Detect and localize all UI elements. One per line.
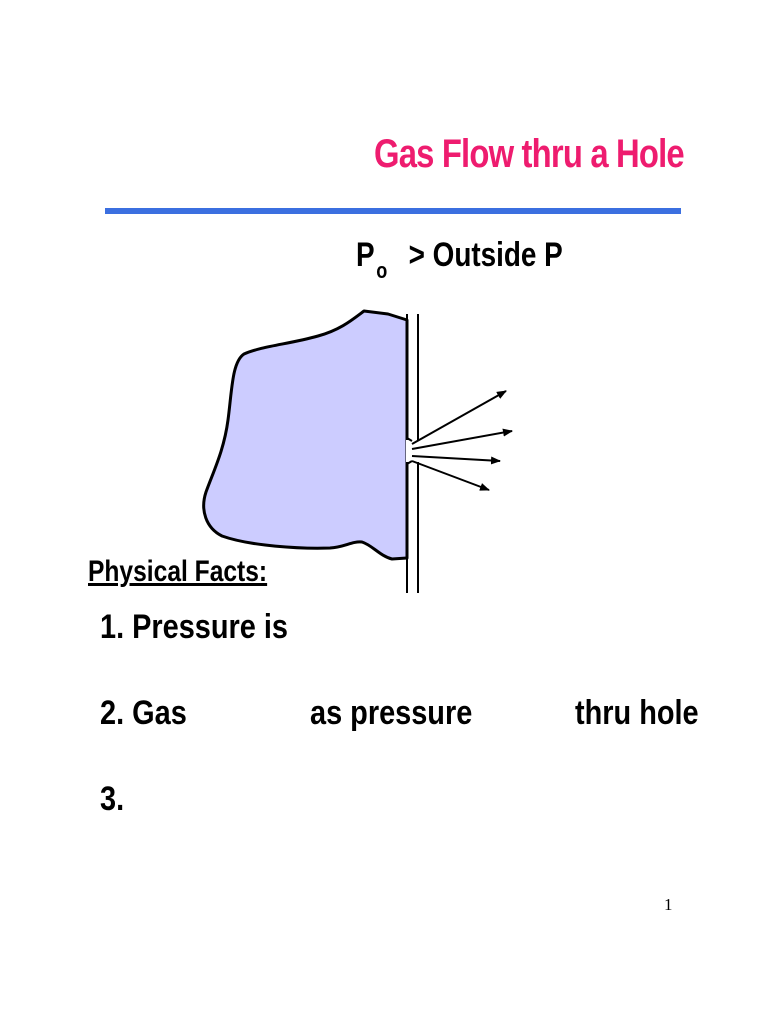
outside-pressure-text: Outside P [432,236,563,274]
flow-arrow [411,460,490,491]
slide-title: Gas Flow thru a Hole [374,132,685,176]
fact-text: Gas [132,694,187,732]
pressure-subscript: o [376,258,388,283]
fact-number: 2. [100,694,125,732]
fact-number: 1. [100,608,125,646]
fact-item-3: 3. [100,780,124,819]
flow-arrow [411,428,513,450]
title-divider [105,208,681,214]
page-number: 1 [664,895,673,914]
flow-arrow [411,455,501,465]
pressure-comparison-label: Po > Outside P [356,236,563,283]
fact-number: 3. [100,780,125,818]
gas-container-blob [202,309,409,561]
fact-item-2: 2. Gas [100,694,187,733]
fact-text: Pressure is [132,608,288,646]
comparison-symbol: > [408,236,425,274]
facts-heading: Physical Facts: [88,555,268,588]
flow-arrow [411,390,507,445]
fact-item-2-middle: as pressure [310,694,473,732]
fact-item-1: 1. Pressure is [100,608,288,647]
fact-item-2-end: thru hole [575,694,699,732]
pressure-symbol: P [356,236,375,274]
